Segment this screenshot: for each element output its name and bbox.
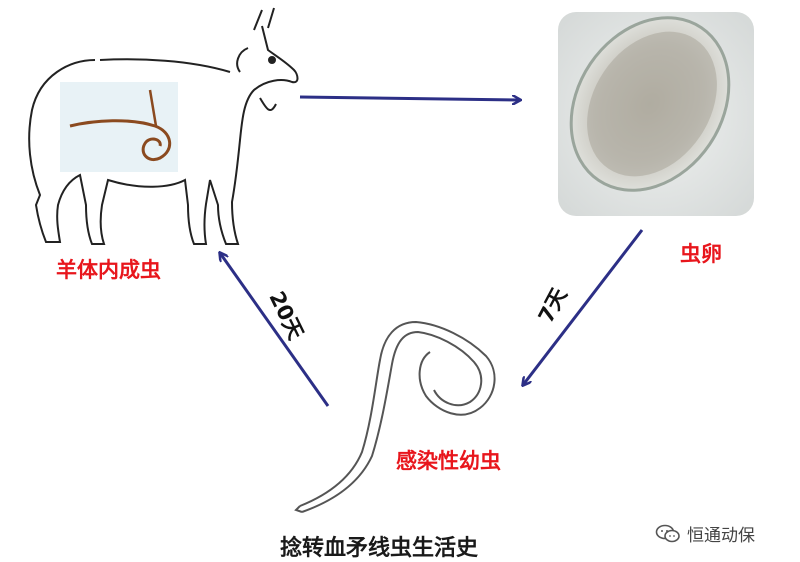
arrow-egg-to-larva: [523, 229, 644, 385]
larva-illustration: [294, 320, 496, 513]
adult-label: 羊体内成虫: [56, 258, 161, 282]
diagram-title: 捻转血矛线虫生活史: [280, 535, 479, 561]
goat-illustration: [28, 7, 299, 245]
adult-worm-image: [60, 82, 178, 172]
egg-micrograph: [558, 12, 754, 216]
arrow-larva-to-adult: [220, 253, 330, 407]
watermark-text: 恒通动保: [687, 526, 755, 546]
arrow-adult-to-egg: [299, 97, 520, 100]
larva-label: 感染性幼虫: [396, 449, 501, 473]
wechat-icon: [655, 524, 680, 542]
egg-label: 虫卵: [680, 242, 722, 266]
watermark: 恒通动保: [655, 521, 755, 546]
